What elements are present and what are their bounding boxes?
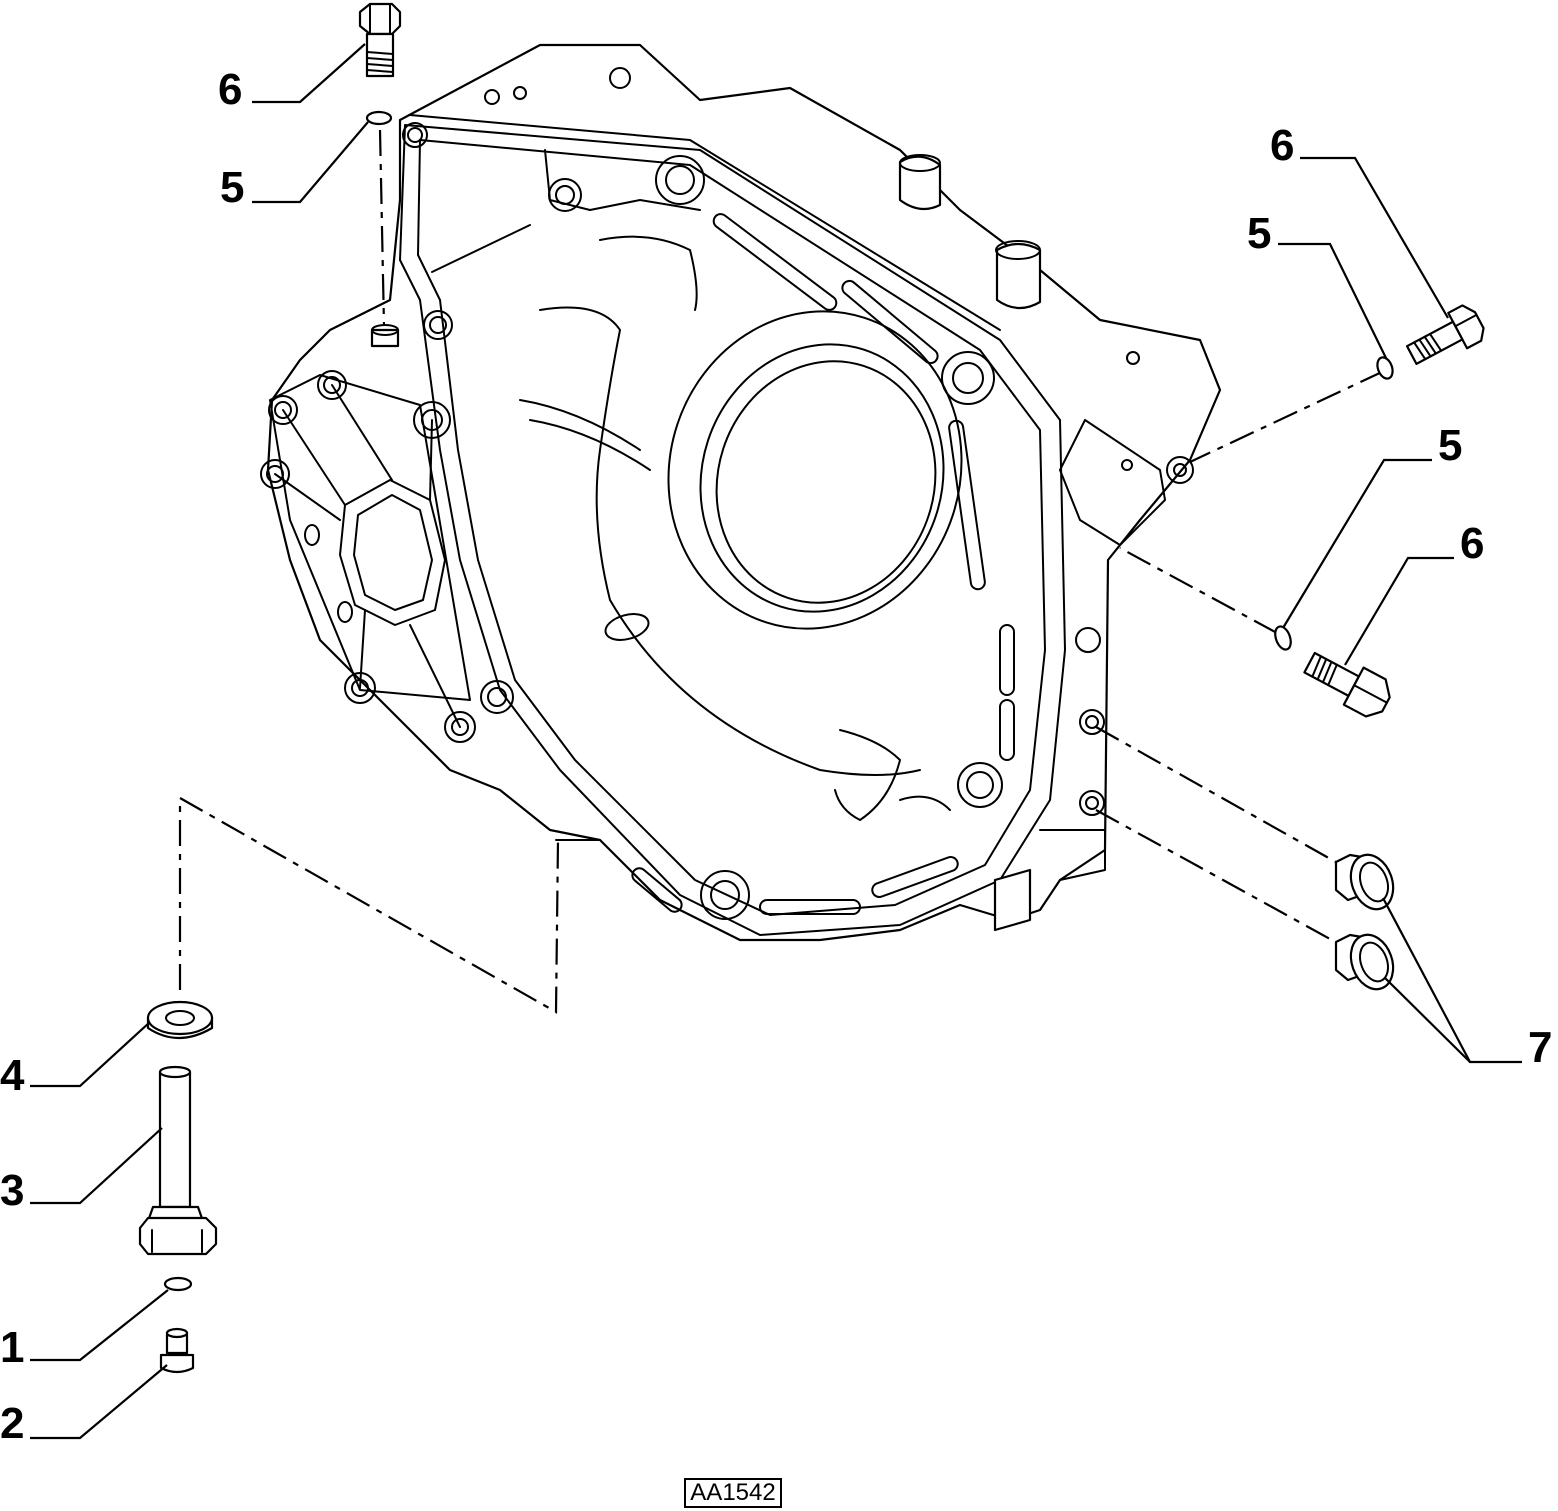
drain-plug [159, 1327, 195, 1374]
callout-5-top-right: 5 [1247, 209, 1271, 258]
callout-6-top-right: 6 [1270, 121, 1294, 170]
callout-6-right: 6 [1460, 519, 1484, 568]
seal-ring-right-upper [1376, 356, 1394, 380]
callout-labels: 6 5 6 5 5 6 7 4 3 1 2 [0, 65, 1552, 1448]
plug-lower [1334, 933, 1395, 991]
callout-7: 7 [1528, 1023, 1552, 1072]
leader-lines [30, 43, 1522, 1440]
callout-1: 1 [0, 1323, 24, 1372]
diagram-reference-code: AA1542 [684, 1478, 782, 1508]
callout-2: 2 [0, 1399, 24, 1448]
seal-ring-right-lower [1274, 625, 1292, 651]
seal-ring-top-left [365, 110, 393, 126]
bolt-right-lower [1303, 651, 1391, 718]
flat-washer [146, 1000, 214, 1039]
callout-6-top-left: 6 [218, 65, 242, 114]
callout-5-right: 5 [1438, 421, 1462, 470]
callout-3: 3 [0, 1166, 24, 1215]
transmission-housing [260, 43, 1222, 942]
plug-upper [1334, 853, 1395, 911]
bolt-top-left [358, 2, 402, 78]
o-ring-small [163, 1276, 193, 1292]
callout-4: 4 [0, 1051, 25, 1100]
bolt-top-right [1405, 304, 1485, 365]
callout-5-top-left: 5 [220, 163, 244, 212]
stem-plug [138, 1065, 218, 1256]
assembly-axis-lines [178, 129, 1385, 1014]
